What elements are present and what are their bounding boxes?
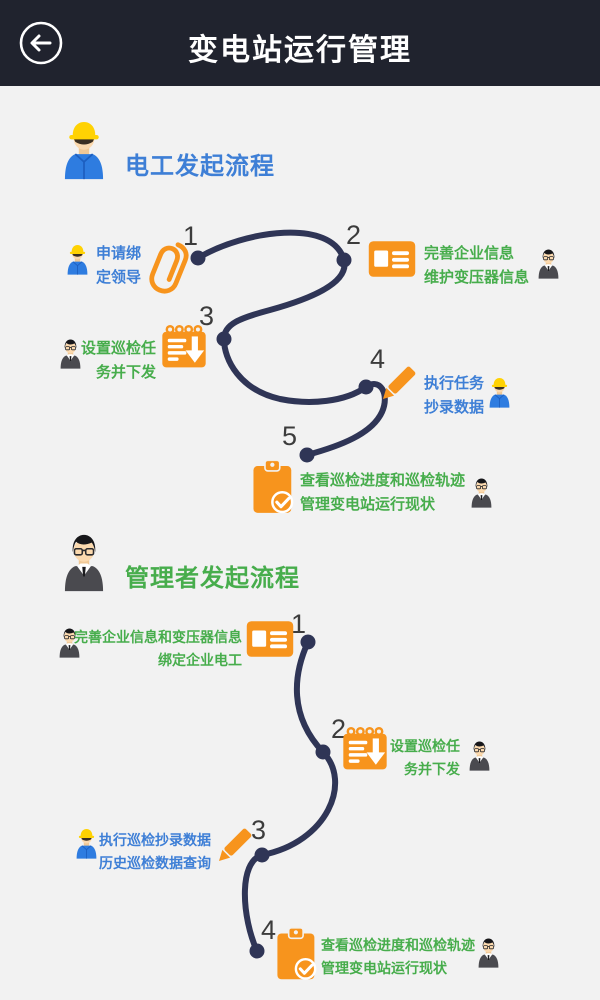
flow2-step1-number: 1: [291, 609, 307, 639]
electrician-avatar-icon: [486, 375, 513, 408]
electrician-avatar-icon: [58, 116, 110, 180]
flow1-step3-number: 3: [199, 301, 215, 331]
clipboard-check-icon: [275, 927, 320, 985]
flow2-step3-number: 3: [251, 815, 267, 845]
flow1-step1-number: 1: [183, 221, 199, 251]
flow1-step5-number: 5: [282, 421, 298, 451]
flow1-dot-5: [299, 447, 315, 463]
calendar-task-icon: [160, 323, 208, 370]
flow1-dot-2: [336, 252, 352, 268]
flow2-step4-number: 4: [261, 915, 277, 945]
electrician-avatar-icon: [73, 826, 100, 859]
flow2-dot-2: [315, 744, 331, 760]
flow1-title: 电工发起流程: [125, 153, 275, 180]
flow2-path: [241, 639, 339, 954]
id-card-icon: [368, 240, 416, 278]
manager-avatar-icon: [468, 475, 495, 508]
flow2-step3-label: 执行巡检抄录数据 历史巡检数据查询: [99, 832, 211, 871]
flow2-step4-label: 查看巡检进度和巡检轨迹 管理变电站运行现状: [321, 937, 475, 976]
flow1-step1-label: 申请绑 定领导: [96, 245, 142, 286]
pencil-icon: [376, 362, 420, 406]
flow1-step2-label: 完善企业信息 维护变压器信息: [424, 245, 530, 286]
flow2-step2-label: 设置巡检任 务并下发: [390, 738, 460, 777]
paperclip-icon: [145, 238, 193, 296]
page-title: 变电站运行管理: [188, 34, 412, 67]
clipboard-check-icon: [251, 459, 297, 519]
flow2-step1-label: 完善企业信息和变压器信息 绑定企业电工: [74, 629, 242, 668]
flow2-title: 管理者发起流程: [125, 565, 300, 592]
id-card-icon: [246, 620, 294, 658]
pencil-icon: [212, 824, 256, 868]
manager-avatar-icon: [475, 935, 502, 968]
electrician-avatar-icon: [64, 242, 91, 275]
flow1-dot-4: [358, 379, 374, 395]
flow1-step4-number: 4: [370, 344, 386, 374]
app-header: 变电站运行管理: [0, 0, 600, 86]
flow2-step2-number: 2: [331, 714, 347, 744]
manager-avatar-icon: [466, 738, 493, 771]
manager-avatar-icon: [58, 528, 110, 592]
flow1-step4-label: 执行任务 抄录数据: [424, 375, 485, 416]
manager-avatar-icon: [535, 246, 562, 279]
flow2-dot-3: [254, 847, 270, 863]
flow1-step3-label: 设置巡检任 务并下发: [80, 340, 156, 381]
flow1-step5-label: 查看巡检进度和巡检轨迹 管理变电站运行现状: [300, 472, 466, 513]
flow1-dot-3: [216, 331, 232, 347]
flow1-step2-number: 2: [346, 220, 362, 250]
calendar-task-icon: [341, 725, 389, 772]
